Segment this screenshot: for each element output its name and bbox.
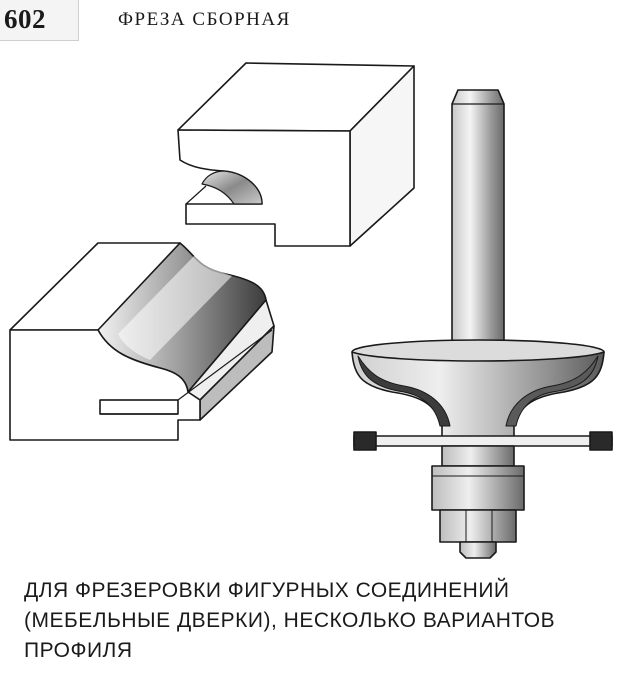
cutter-right-flute xyxy=(505,355,599,427)
bearing xyxy=(431,465,525,511)
caption: ДЛЯ ФРЕЗЕРОВКИ ФИГУРНЫХ СОЕДИНЕНИЙ (МЕБЕ… xyxy=(24,576,620,666)
shank xyxy=(451,89,505,353)
bolt-tip xyxy=(459,541,497,559)
guide-bar-left-end xyxy=(353,431,377,451)
lower-slot-edge xyxy=(100,329,273,401)
illustration xyxy=(9,62,613,559)
lock-nut xyxy=(439,509,517,543)
caption-line-3: ПРОФИЛЯ xyxy=(24,639,133,662)
guide-bar-right-end xyxy=(589,431,613,451)
page-number: 602 xyxy=(4,4,46,34)
guide-bar xyxy=(353,435,613,447)
upper-edge xyxy=(185,185,207,205)
lower-slot xyxy=(99,399,179,415)
caption-line-2: (МЕБЕЛЬНЫЕ ДВЕРКИ), НЕСКОЛЬКО ВАРИАНТОВ xyxy=(24,609,556,632)
upper-profile-shading xyxy=(201,170,263,205)
router-bit xyxy=(351,89,613,559)
lower-profile-highlight xyxy=(118,254,232,360)
upper-workpiece xyxy=(177,62,415,247)
lower-workpiece xyxy=(9,242,275,441)
page-number-box: 602 xyxy=(0,0,79,41)
spindle-collar xyxy=(441,445,515,467)
page-title: ФРЕЗА СБОРНАЯ xyxy=(118,9,291,30)
cutter-left-flute xyxy=(357,355,451,427)
cutter-body xyxy=(351,351,605,443)
caption-line-1: ДЛЯ ФРЕЗЕРОВКИ ФИГУРНЫХ СОЕДИНЕНИЙ xyxy=(24,579,510,602)
